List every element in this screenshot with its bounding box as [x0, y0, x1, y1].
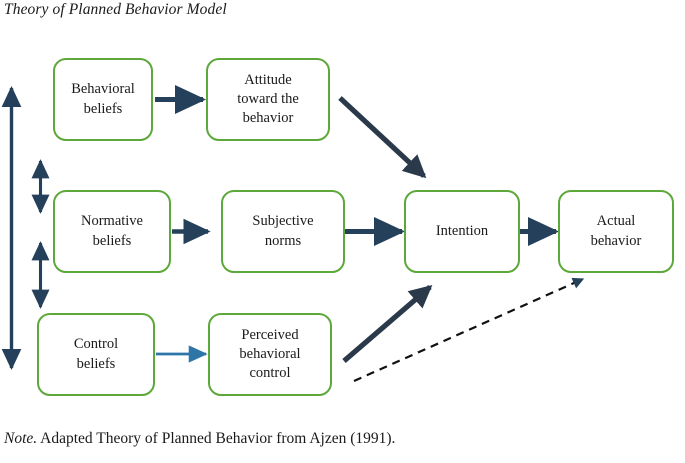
node-label-line3: control — [249, 365, 291, 382]
node-label-line1: Behavioral — [71, 81, 135, 98]
node-label-line3: behavior — [242, 110, 294, 127]
node-behavioral-beliefs[interactable]: Behavioral beliefs — [53, 58, 153, 141]
figure-title: Theory of Planned Behavior Model — [4, 1, 227, 18]
node-label-line1: Control — [73, 336, 119, 353]
node-perceived-behavioral-control[interactable]: Perceived behavioral control — [208, 313, 332, 396]
node-label-line1: Normative — [80, 213, 143, 230]
edge-attitude-to-intention — [338, 96, 427, 179]
figure-note-label: Note. — [4, 430, 38, 447]
node-intention[interactable]: Intention — [404, 190, 520, 273]
node-label-line2: beliefs — [76, 355, 116, 372]
node-actual-behavior[interactable]: Actual behavior — [558, 190, 674, 273]
node-label-line2: norms — [264, 232, 302, 249]
node-attitude-toward-behavior[interactable]: Attitude toward the behavior — [206, 58, 330, 141]
node-label-line1: Attitude — [244, 71, 292, 88]
node-label-line1: Subjective — [252, 213, 314, 230]
node-control-beliefs[interactable]: Control beliefs — [37, 313, 155, 396]
node-label-line2: beliefs — [92, 232, 132, 249]
figure-note: Note. Adapted Theory of Planned Behavior… — [4, 430, 395, 448]
node-subjective-norms[interactable]: Subjective norms — [221, 190, 345, 273]
node-label-line1: Intention — [435, 222, 489, 239]
node-label-line1: Actual — [596, 213, 636, 230]
node-normative-beliefs[interactable]: Normative beliefs — [53, 190, 171, 273]
figure-note-text: Adapted Theory of Planned Behavior from … — [37, 430, 396, 447]
edge-perceived-control-to-actual-behavior — [353, 277, 585, 383]
edge-perceived-control-to-intention — [342, 284, 433, 363]
node-label-line2: behavioral — [239, 345, 301, 362]
node-label-line2: beliefs — [83, 100, 123, 117]
node-label-line1: Perceived — [241, 326, 299, 343]
node-label-line2: toward the — [237, 90, 299, 107]
node-label-line2: behavior — [590, 232, 642, 249]
